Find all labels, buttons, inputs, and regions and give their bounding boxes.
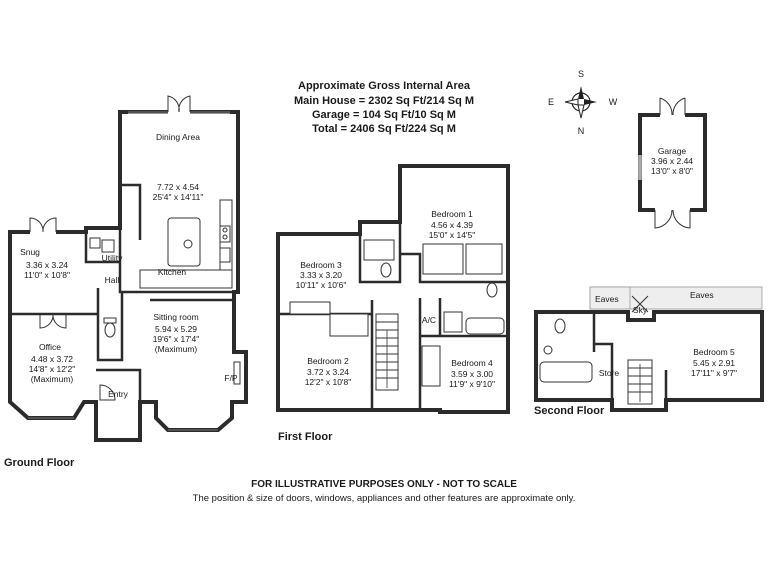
compass-north: N [578,126,585,136]
bedroom3-dims-m: 3.33 x 3.20 [300,270,342,280]
snug-name: Snug [20,247,40,257]
garage-dims-ft: 13'0" x 8'0" [651,166,693,176]
bedroom4-name: Bedroom 4 [451,358,493,368]
bedroom5-dims-ft: 17'11" x 9'7" [691,368,737,378]
compass-east: E [548,97,554,107]
area-summary: Approximate Gross Internal Area Main Hou… [294,80,474,135]
compass-south: S [578,69,584,79]
skylight-name: Sky [633,305,648,315]
bedroom3-dims-ft: 10'11" x 10'6" [296,280,347,290]
bedroom4-dims-ft: 11'9" x 9'10" [449,379,495,389]
eaves-right-name: Eaves [690,290,714,300]
bedroom2-name: Bedroom 2 [307,356,349,366]
sitting-dims-m: 5.94 x 5.29 [155,324,197,334]
first-floor-plan: Bedroom 1 4.56 x 4.39 15'0" x 14'5" Bedr… [276,164,510,443]
disclaimer-title: FOR ILLUSTRATIVE PURPOSES ONLY - NOT TO … [251,479,517,490]
bedroom4-dims-m: 3.59 x 3.00 [451,369,493,379]
eaves-left-name: Eaves [595,294,619,304]
dining-dims-m: 7.72 x 4.54 [157,182,199,192]
bedroom2-dims-ft: 12'2" x 10'8" [305,377,352,387]
snug-dims-ft: 11'0" x 10'8" [24,270,70,280]
office-note: (Maximum) [31,374,74,384]
bedroom3-name: Bedroom 3 [300,260,342,270]
garage-name: Garage [658,146,687,156]
second-floor-label: Second Floor [534,405,605,417]
airing-name: A/C [422,315,436,325]
utility-name: Utility [102,253,124,263]
office-name: Office [39,342,61,352]
snug-dims-m: 3.36 x 3.24 [26,260,68,270]
bedroom2-dims-m: 3.72 x 3.24 [307,367,349,377]
bedroom1-dims-ft: 15'0" x 14'5" [429,230,476,240]
store-name: Store [599,368,620,378]
bedroom1-name: Bedroom 1 [431,209,473,219]
stairs-icon [627,359,653,405]
office-dims-ft: 14'8" x 12'2" [29,364,76,374]
bedroom5-name: Bedroom 5 [693,347,735,357]
fireplace-name: F/P [224,373,238,383]
ground-floor-label: Ground Floor [4,457,75,469]
sitting-note: (Maximum) [155,344,198,354]
compass-icon: S N E W [548,69,618,136]
area-main-house: Main House = 2302 Sq Ft/214 Sq M [294,95,474,107]
office-dims-m: 4.48 x 3.72 [31,354,73,364]
bedroom1-dims-m: 4.56 x 4.39 [431,220,473,230]
compass-west: W [609,97,618,107]
first-floor-label: First Floor [278,431,333,443]
area-heading: Approximate Gross Internal Area [298,80,471,92]
entry-name: Entry [108,389,129,399]
bedroom5-dims-m: 5.45 x 2.91 [693,358,735,368]
stairs-icon [375,313,399,391]
kitchen-name: Kitchen [158,267,187,277]
sitting-name: Sitting room [153,312,198,322]
second-floor-plan: Eaves Eaves Sky Store Bedroom 5 5.45 x 2… [534,286,764,417]
disclaimer-text: The position & size of doors, windows, a… [192,493,576,504]
ground-floor-plan: Dining Area 7.72 x 4.54 25'4" x 14'11" K… [4,95,248,469]
sitting-dims-ft: 19'6" x 17'4" [153,334,200,344]
area-garage: Garage = 104 Sq Ft/10 Sq M [312,109,456,121]
garage-plan: Garage 3.96 x 2.44 13'0" x 8'0" [638,97,707,229]
hall-name: Hall [105,275,120,285]
garage-dims-m: 3.96 x 2.44 [651,156,693,166]
dining-dims-ft: 25'4" x 14'11" [153,192,204,202]
area-total: Total = 2406 Sq Ft/224 Sq M [312,123,456,135]
dining-name: Dining Area [156,132,200,142]
